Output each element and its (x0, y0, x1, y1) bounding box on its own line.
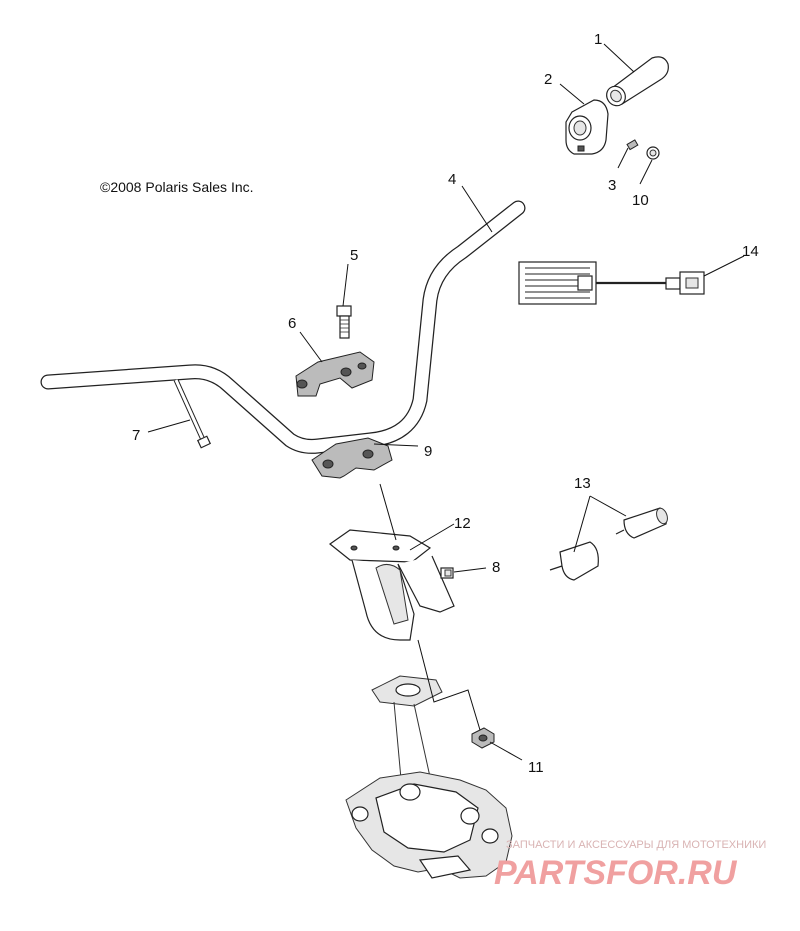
callout-10: 10 (632, 192, 649, 209)
callout-9: 9 (424, 443, 432, 460)
copyright-text: ©2008 Polaris Sales Inc. (100, 179, 254, 195)
watermark-brand: PARTSFOR.RU (494, 854, 738, 892)
watermark: ЗАПЧАСТИ И АКСЕССУАРЫ ДЛЯ МОТОТЕХНИКИ PA… (494, 839, 766, 892)
callout-numbers: 1 2 3 4 5 6 7 8 9 10 11 12 13 14 (132, 31, 759, 776)
set-screw (626, 139, 639, 151)
callout-2: 2 (544, 71, 552, 88)
callout-4: 4 (448, 171, 456, 188)
callout-13: 13 (574, 475, 591, 492)
grip-heater (518, 261, 705, 305)
callout-1: 1 (594, 31, 602, 48)
callout-6: 6 (288, 315, 296, 332)
long-bolt (173, 378, 212, 449)
callout-11: 11 (528, 759, 544, 776)
watermark-tagline: ЗАПЧАСТИ И АКСЕССУАРЫ ДЛЯ МОТОТЕХНИКИ (506, 839, 766, 851)
lower-clamp (311, 437, 393, 479)
nut (471, 727, 495, 749)
handlebar (40, 200, 526, 454)
callout-7: 7 (132, 427, 140, 444)
callout-14: 14 (742, 243, 759, 260)
mounting-bracket (328, 529, 455, 641)
upper-clamp (295, 351, 375, 397)
bolt (336, 305, 352, 339)
lamp-assembly (549, 507, 668, 581)
callout-3: 3 (608, 177, 616, 194)
leader-lines (147, 43, 745, 761)
callout-5: 5 (350, 247, 358, 264)
steering-post-housing (345, 675, 513, 879)
small-bolt (440, 567, 454, 579)
callout-12: 12 (454, 515, 471, 532)
callout-8: 8 (492, 559, 500, 576)
switch-housing (565, 99, 609, 155)
grip (606, 56, 669, 107)
plug (646, 146, 660, 160)
